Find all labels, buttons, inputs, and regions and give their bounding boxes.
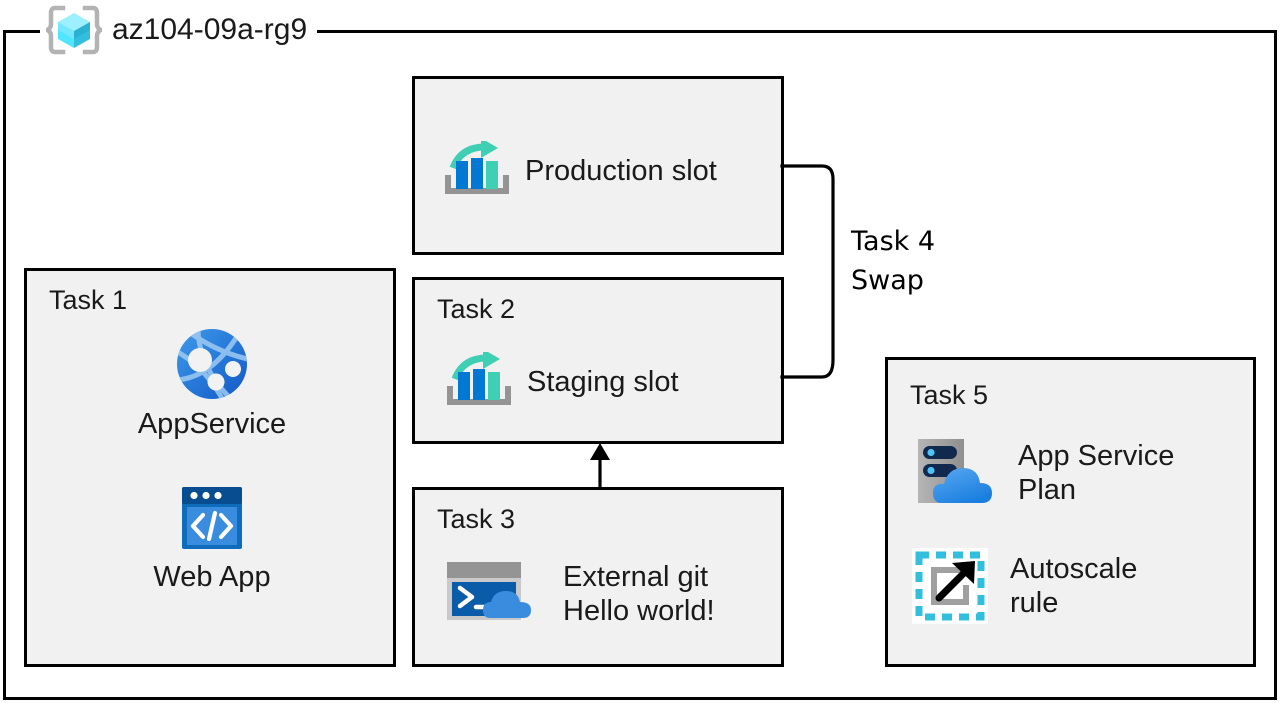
autoscale-rule-icon <box>912 548 988 624</box>
resource-group-icon <box>46 4 102 56</box>
web-app-browser-icon <box>174 483 250 555</box>
deployment-slot-icon <box>447 352 511 412</box>
task-5-box[interactable]: Task 5 <box>885 357 1256 667</box>
production-slot-label: Production slot <box>525 154 717 187</box>
app-service-globe-icon <box>174 326 250 402</box>
app-service-item: AppService <box>87 326 337 441</box>
resource-group-header: az104-09a-rg9 <box>40 2 318 58</box>
autoscale-rule-row: Autoscale rule <box>912 548 1137 624</box>
task-1-box[interactable]: Task 1 <box>24 268 396 667</box>
deployment-slot-icon <box>445 141 509 201</box>
cloud-shell-icon <box>443 558 539 630</box>
resource-group-title: az104-09a-rg9 <box>112 13 308 46</box>
app-service-plan-icon <box>912 435 996 511</box>
web-app-label: Web App <box>153 561 271 593</box>
app-service-label: AppService <box>137 408 287 440</box>
swap-connector-label: Task 4 Swap <box>851 226 936 297</box>
task-2-title: Task 2 <box>437 294 516 324</box>
staging-slot-row: Staging slot <box>447 352 679 412</box>
autoscale-rule-label: Autoscale rule <box>1010 552 1138 619</box>
task-2-box[interactable]: Task 2 Staging slot <box>412 277 784 444</box>
task-5-title: Task 5 <box>910 380 989 410</box>
app-service-plan-row: App Service Plan <box>912 435 1174 511</box>
web-app-item: Web App <box>87 483 337 594</box>
production-slot-box[interactable]: Production slot <box>412 76 784 255</box>
task-3-box[interactable]: Task 3 External git Hello world! <box>412 487 784 667</box>
external-git-label: External git Hello world! <box>563 560 715 627</box>
external-git-row: External git Hello world! <box>443 558 715 630</box>
app-service-plan-label: App Service Plan <box>1018 439 1175 506</box>
staging-slot-label: Staging slot <box>527 365 679 398</box>
task-3-title: Task 3 <box>437 504 516 534</box>
resource-group-frame <box>3 30 1277 700</box>
production-slot-row: Production slot <box>445 141 717 201</box>
task-1-title: Task 1 <box>49 285 128 315</box>
